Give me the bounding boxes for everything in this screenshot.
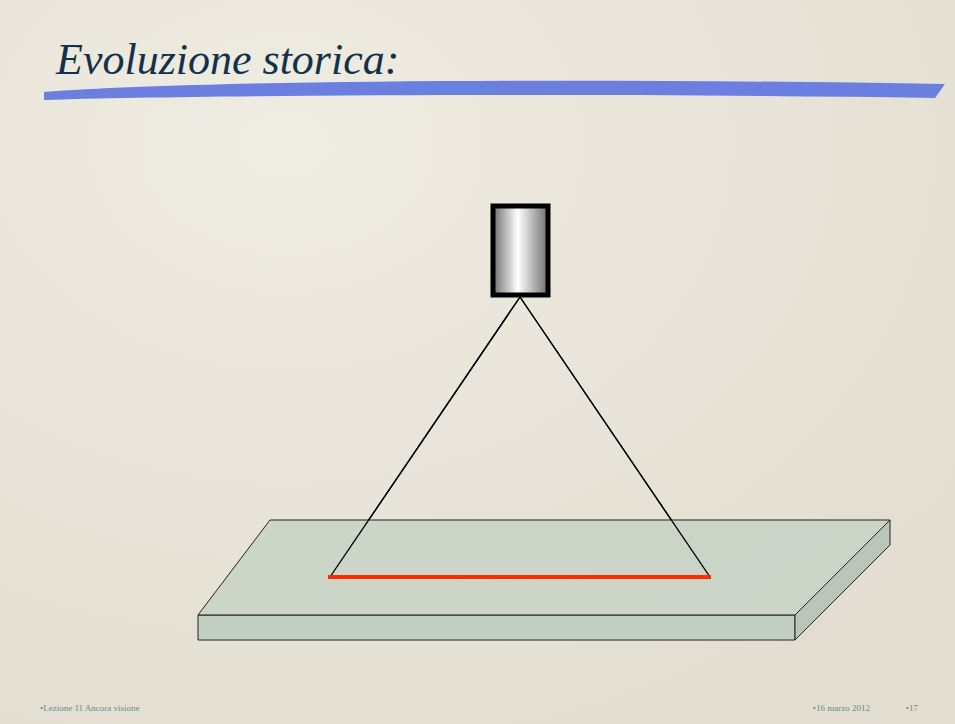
scan-line — [328, 575, 711, 579]
footer-text: •17 — [906, 703, 918, 713]
view-ray — [330, 297, 520, 577]
footer-text: •Lezione 11 Ancora visione — [40, 703, 140, 713]
plate — [198, 520, 890, 640]
footer-text: •16 marzo 2012 — [813, 703, 870, 713]
camera — [493, 206, 548, 295]
view-ray — [520, 297, 710, 577]
slide-title: Evoluzione storica: — [56, 34, 399, 85]
